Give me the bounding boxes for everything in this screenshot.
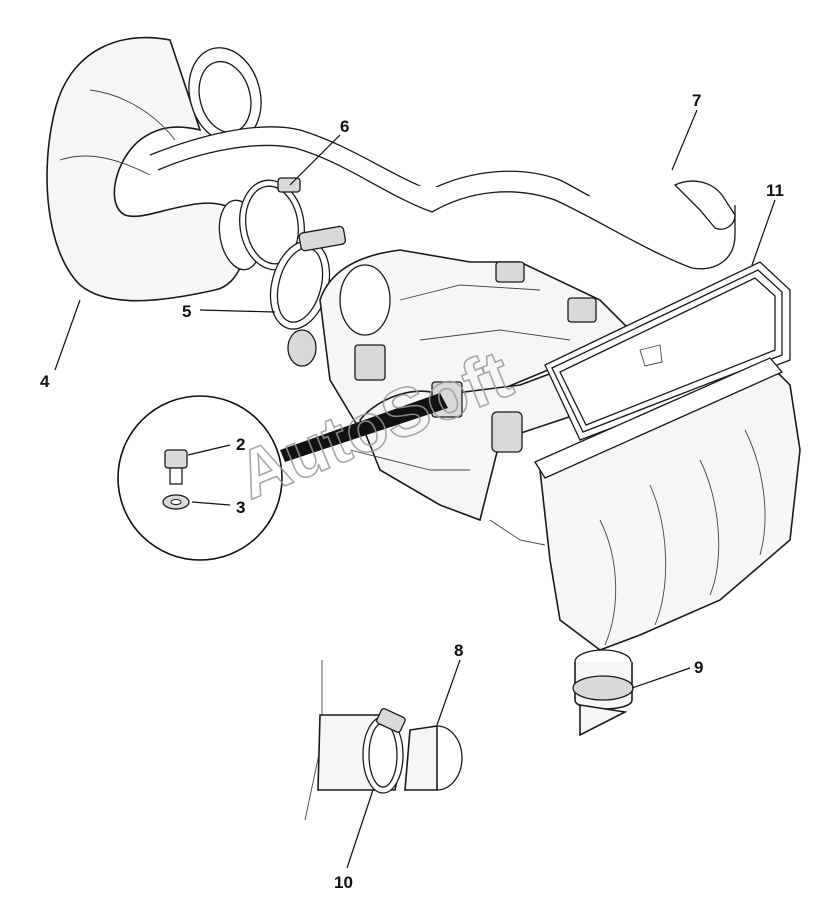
callout-2: 2 <box>236 435 245 454</box>
detail-magnifier <box>117 393 448 561</box>
callout-3: 3 <box>236 498 245 517</box>
drain-valve-9 <box>572 649 634 737</box>
callout-4: 4 <box>40 372 50 391</box>
hose-clamp-6 <box>239 177 305 271</box>
breather-hose <box>149 126 736 270</box>
hose-8-assembly <box>304 660 463 821</box>
callout-7: 7 <box>692 91 701 110</box>
callout-8: 8 <box>454 641 463 660</box>
callout-6: 6 <box>340 117 349 136</box>
bolt-2 <box>164 449 188 485</box>
pleated-lower-housing <box>534 357 801 651</box>
callout-10: 10 <box>334 873 353 892</box>
callout-5: 5 <box>182 302 191 321</box>
washer-3 <box>162 494 190 510</box>
callout-11: 11 <box>766 181 784 200</box>
callout-9: 9 <box>694 658 703 677</box>
hose-clamp-5 <box>269 225 347 330</box>
leader-lines <box>54 109 776 869</box>
filter-element-11 <box>544 261 791 441</box>
intake-hose-4 <box>46 36 262 302</box>
